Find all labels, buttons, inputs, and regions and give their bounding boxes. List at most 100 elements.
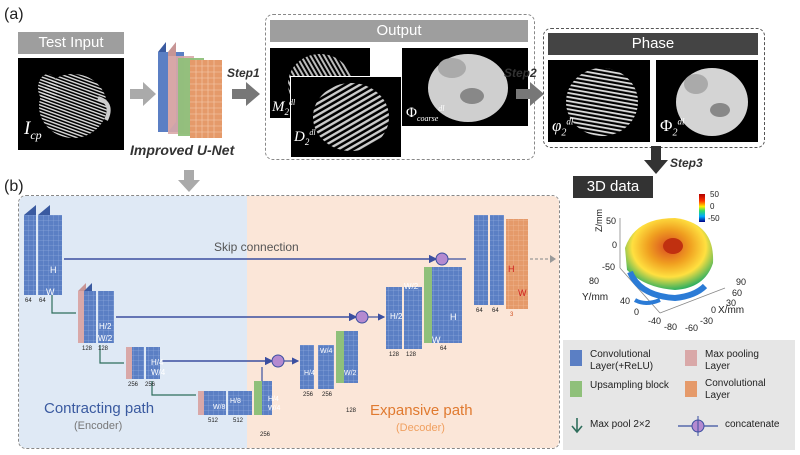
improved-unet-icon [158, 42, 222, 138]
x-tick-2: 30 [726, 298, 737, 308]
dec-l1-blocks [474, 215, 528, 309]
dim-h8-l4: H/8 [230, 398, 241, 405]
dim-h4-dec3: H/4 [304, 370, 315, 377]
m-main: M [272, 99, 285, 115]
ch-dec256a: 256 [303, 392, 314, 398]
ch-dec256b: 256 [322, 392, 333, 398]
legend-conv-label: Convolutional Layer(+ReLU) [590, 349, 654, 372]
dim-h-out: H [508, 264, 515, 274]
d-main: D [294, 129, 305, 145]
ch-128b: 128 [98, 346, 109, 352]
y-axis-label: Y/mm [582, 292, 609, 303]
ch-512b: 512 [233, 418, 244, 424]
contracting-path-label: Contracting path [44, 400, 155, 417]
phase-wrapped-image [548, 60, 650, 142]
dim-w2-dec2: W/2 [404, 282, 419, 291]
m-sup: dl [289, 98, 296, 107]
dim-h2-l2: H/2 [99, 322, 112, 331]
z-axis-label: Z/mm [594, 209, 604, 232]
y-tick-0: 80 [589, 276, 600, 286]
legend-upsample-label: Upsampling block [590, 380, 669, 391]
enc-l3-blocks [126, 347, 160, 379]
enc-l2-blocks [78, 283, 114, 343]
step3-arrow [644, 146, 668, 174]
x-tick-0: 90 [736, 277, 747, 287]
output-phi-symbol: Φcoarsedl [406, 104, 445, 123]
legend-upsample-swatch [570, 381, 582, 397]
dec-up-l2 [336, 331, 358, 383]
z-tick-2: -50 [602, 262, 616, 272]
data3d-title: 3D data [573, 176, 653, 198]
ch-out3: 3 [510, 312, 514, 318]
improved-unet-label: Improved U-Net [130, 142, 235, 158]
panel-b-label: (b) [4, 178, 24, 195]
arrow-to-network [130, 82, 156, 106]
m-sub: 2 [284, 107, 290, 117]
coarse-phase-image [428, 54, 508, 122]
legend-maxpool-layer-label: Max pooling Layer [705, 349, 759, 372]
test-input-image [18, 58, 124, 150]
ch-256b: 256 [145, 382, 156, 388]
dim-h2-dec2: H/2 [390, 312, 403, 321]
y-tick-3: -40 [648, 316, 662, 326]
y-tick-1: 40 [620, 296, 631, 306]
d-sup: dl [309, 128, 316, 137]
enc-l4-blocks [198, 391, 252, 415]
ch-64a: 64 [25, 298, 32, 304]
phi-u-sup: dl [677, 116, 685, 127]
output-m-symbol: M2dl [272, 98, 295, 117]
output-phi-coarse-image [402, 48, 528, 126]
enc-l1-block-b [38, 205, 62, 295]
ch-128a: 128 [82, 346, 93, 352]
dim-h4-dec: H/4 [268, 396, 279, 403]
step1-arrow [232, 82, 260, 106]
y-tick-2: 0 [634, 307, 640, 317]
wrapped-phase-image [566, 68, 638, 136]
phi-w-main: φ [552, 116, 562, 135]
x-axis-label: X/mm [718, 305, 745, 316]
data3d-plot [619, 194, 726, 314]
enc-l1-block-a [24, 205, 36, 295]
x-tick-1: 60 [732, 288, 743, 298]
phi-u-sub: 2 [672, 127, 678, 139]
fringe-pattern-d [313, 83, 389, 151]
step1-label: Step1 [227, 66, 260, 80]
dim-w8-l4: W/8 [213, 404, 226, 411]
legend-box [563, 340, 795, 450]
ch-512a: 512 [208, 418, 219, 424]
panel-a-label: (a) [4, 6, 24, 23]
ch-dec128b: 128 [406, 352, 417, 358]
dim-w4-dec3: W/4 [320, 348, 333, 355]
phase-title: Phase [548, 33, 758, 55]
step2-label: Step2 [504, 66, 537, 80]
legend-conv-layer-label: Convolutional Layer [705, 378, 766, 401]
z-tick-0: 50 [606, 216, 617, 226]
dim-w-l1: W [46, 287, 55, 297]
test-input-symbol: Icp [24, 118, 42, 143]
colorbar-bot: -50 [708, 214, 720, 223]
colorbar-top: 50 [710, 190, 719, 199]
ch-dec128a: 128 [389, 352, 400, 358]
legend-conv-layer-swatch [685, 381, 697, 397]
ch-256a: 256 [128, 382, 139, 388]
phi-w-sub: 2 [561, 127, 567, 139]
ch-up64: 64 [440, 346, 447, 352]
phi-u-main: Φ [660, 116, 673, 135]
output-d-image [290, 76, 402, 158]
colorbar-mid: 0 [710, 202, 715, 211]
test-input-symbol-sub: cp [30, 127, 42, 142]
expansive-path-label: Expansive path [370, 402, 473, 419]
phi-w-sup: dl [566, 116, 574, 127]
phi-sup: dl [438, 104, 445, 113]
dim-h-l1: H [50, 265, 57, 275]
legend-concat-icon [678, 416, 718, 436]
legend-conv-swatch [570, 350, 582, 366]
dim-w2-l2: W/2 [98, 334, 113, 343]
y-tick-4: -80 [664, 322, 678, 332]
dim-w4-dec: W/4 [268, 405, 281, 412]
skip-connection-label: Skip connection [214, 240, 299, 254]
dec-up-l3 [254, 381, 272, 415]
step2-arrow [516, 82, 544, 106]
legend-concat-label: concatenate [725, 419, 780, 430]
ch-dec64a: 64 [476, 308, 483, 314]
